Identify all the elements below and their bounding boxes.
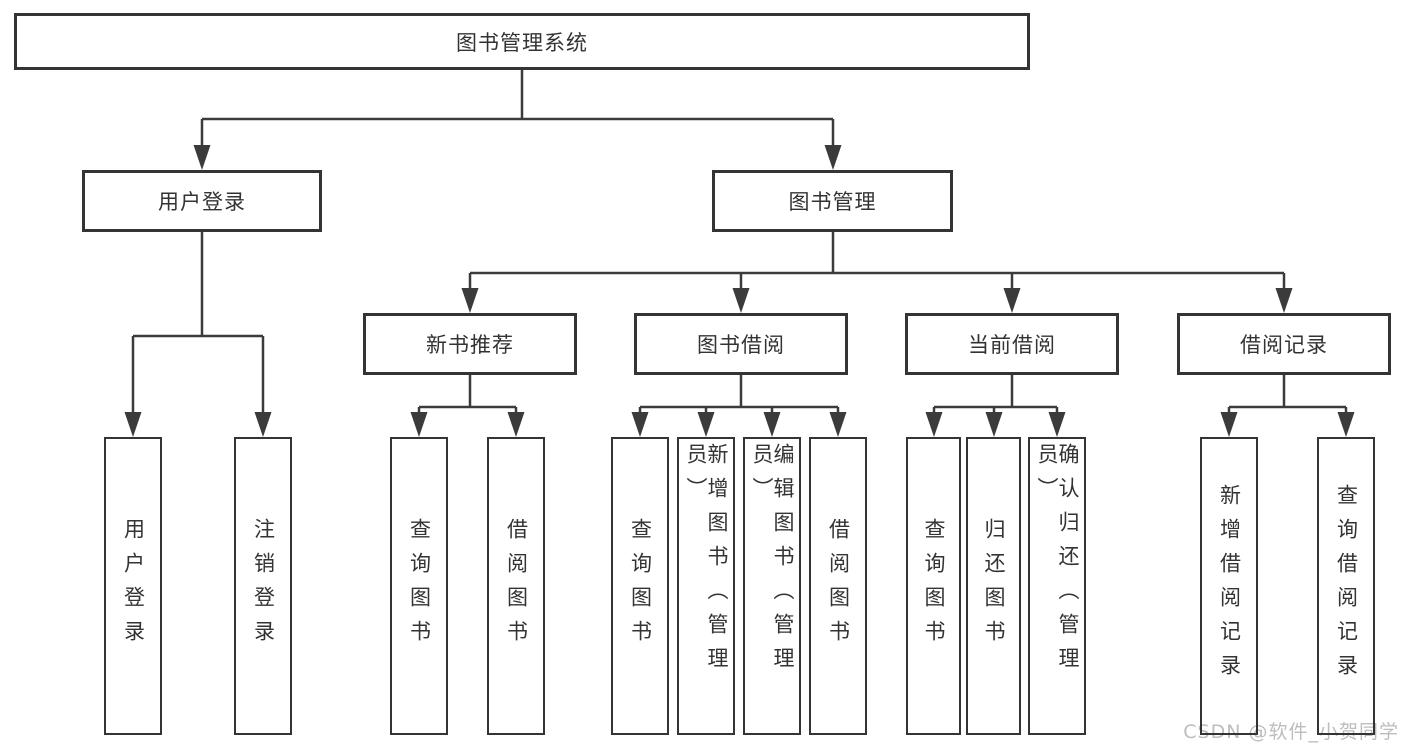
leaf-query-borrow-record: 查询借阅记录 xyxy=(1317,437,1375,735)
arrowhead xyxy=(732,288,750,313)
arrowhead xyxy=(985,412,1003,437)
arrowheads xyxy=(124,145,1355,437)
arrowhead xyxy=(461,288,479,313)
leaf-borrow-books-recommendation: 借阅图书 xyxy=(487,437,545,735)
arrowhead xyxy=(193,145,211,170)
arrowhead xyxy=(410,412,428,437)
arrowhead xyxy=(631,412,649,437)
arrowhead xyxy=(1220,412,1238,437)
node-library-management-system: 图书管理系统 xyxy=(14,13,1030,70)
arrowhead xyxy=(1003,288,1021,313)
node-current-borrowing: 当前借阅 xyxy=(905,313,1119,375)
arrowhead xyxy=(1337,412,1355,437)
leaf-query-books-recommendation: 查询图书 xyxy=(390,437,448,735)
arrowhead xyxy=(507,412,525,437)
node-borrowing-records: 借阅记录 xyxy=(1177,313,1391,375)
arrowhead xyxy=(824,145,842,170)
leaf-query-books-borrowing: 查询图书 xyxy=(611,437,669,735)
arrowhead xyxy=(925,412,943,437)
leaf-edit-books-admin: 编辑图书（管理员） xyxy=(743,437,801,735)
arrowhead xyxy=(254,412,272,437)
leaf-borrow-books-borrowing: 借阅图书 xyxy=(809,437,867,735)
arrowhead xyxy=(124,412,142,437)
arrowhead xyxy=(763,412,781,437)
leaf-return-books: 归还图书 xyxy=(966,437,1021,735)
node-book-management: 图书管理 xyxy=(712,170,953,232)
node-user-login: 用户登录 xyxy=(82,170,322,232)
leaf-logout: 注销登录 xyxy=(234,437,292,735)
leaf-user-login: 用户登录 xyxy=(104,437,162,735)
arrowhead xyxy=(1275,288,1293,313)
leaf-query-books-current: 查询图书 xyxy=(906,437,961,735)
arrowhead xyxy=(697,412,715,437)
node-book-borrowing: 图书借阅 xyxy=(634,313,848,375)
node-new-book-recommendation: 新书推荐 xyxy=(363,313,577,375)
leaf-add-borrow-record: 新增借阅记录 xyxy=(1200,437,1258,735)
leaf-add-books-admin: 新增图书（管理员） xyxy=(677,437,735,735)
leaf-confirm-return-admin: 确认归还（管理员） xyxy=(1028,437,1086,735)
arrowhead xyxy=(829,412,847,437)
arrowhead xyxy=(1048,412,1066,437)
csdn-watermark: CSDN @软件_小贺同学 xyxy=(1183,721,1399,743)
